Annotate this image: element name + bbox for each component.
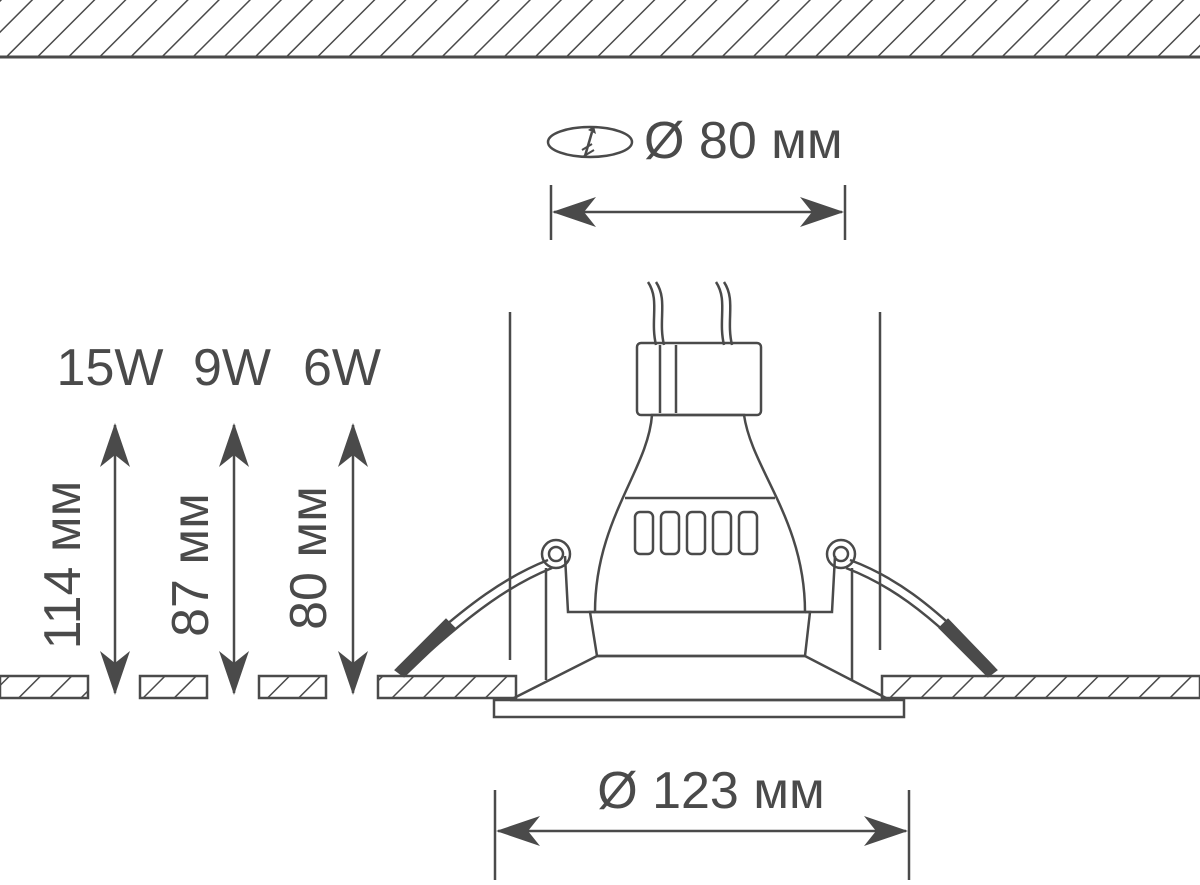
height-label-6w: 80 мм <box>280 486 338 630</box>
power-label-9w: 9W <box>193 339 271 397</box>
trim-ring <box>492 698 906 719</box>
ceiling-panel <box>0 674 1200 700</box>
spring-pivot-left <box>540 538 572 570</box>
trim-cone <box>509 654 891 702</box>
ceiling-hatch <box>0 0 1200 59</box>
wire <box>714 281 726 346</box>
power-label-15w: 15W <box>57 339 164 397</box>
connector-block <box>635 341 763 417</box>
panel-segment <box>376 674 518 700</box>
panel-segment <box>880 674 1200 700</box>
wattage-columns: 15W 9W 6W 114 мм 87 мм 80 мм <box>34 339 381 695</box>
panel-segment <box>0 674 90 700</box>
height-label-15w: 114 мм <box>34 481 92 650</box>
power-label-6w: 6W <box>303 339 381 397</box>
downlight-fixture <box>394 281 998 719</box>
lower-body <box>588 610 812 658</box>
heatsink-fins <box>633 510 759 556</box>
wire <box>646 281 658 346</box>
heatsink-body <box>593 413 807 614</box>
outer-diameter-label: Ø 123 мм <box>597 762 825 820</box>
cutout-diameter-label: Ø 80 мм <box>644 112 843 170</box>
cutout-dimension: Ø 80 мм <box>546 112 847 240</box>
bracket-left <box>563 555 595 614</box>
wire <box>654 281 666 346</box>
outer-dimension: Ø 123 мм <box>493 762 911 880</box>
panel-segment <box>257 674 328 700</box>
bracket-right <box>805 555 837 614</box>
height-label-9w: 87 мм <box>162 493 220 637</box>
spring-pivot-right <box>825 538 857 570</box>
wire <box>722 281 734 346</box>
panel-segment <box>138 674 209 700</box>
drill-icon <box>546 125 634 159</box>
